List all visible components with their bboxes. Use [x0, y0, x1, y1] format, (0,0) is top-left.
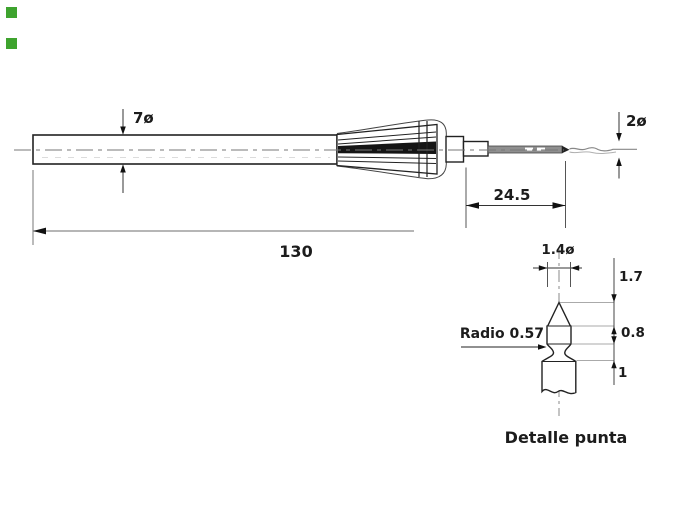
tip-rod-highlight-2	[537, 147, 545, 151]
break-line-lower	[569, 151, 617, 154]
arrow-right-icon	[552, 202, 566, 209]
label-tip-diameter: 2ø	[626, 112, 647, 130]
break-line-upper	[569, 147, 637, 152]
label-shaft-diameter: 7ø	[133, 109, 154, 127]
label-total-length: 130	[279, 242, 312, 261]
label-neck-height: 1	[618, 365, 627, 381]
label-radius: Radio 0.57	[460, 326, 544, 342]
dimension-tip-diameter: 2ø	[616, 112, 647, 179]
dimension-tip-length: 24.5	[465, 161, 566, 228]
dimension-shaft-diameter: 7ø	[120, 109, 154, 193]
tip-point	[562, 145, 570, 154]
grip-line-4	[337, 160, 437, 164]
arrow-down-icon	[611, 336, 617, 344]
green-marker-2	[6, 38, 17, 49]
tip-rod-highlight-1	[525, 147, 533, 151]
arrow-down-icon	[616, 133, 622, 142]
detail-caption: Detalle punta	[505, 428, 628, 447]
label-cone-height: 1.7	[619, 269, 643, 285]
grip-line-3	[337, 156, 437, 159]
main-view: 7ø 130 24.5 2ø	[14, 109, 647, 261]
arrow-up-icon	[616, 157, 622, 166]
green-marker-1	[6, 7, 17, 18]
neck	[462, 140, 489, 157]
arrow-up-icon	[611, 360, 617, 369]
arrow-left-icon	[33, 227, 46, 235]
arrow-up-icon	[120, 164, 126, 173]
arrow-right-icon	[538, 265, 548, 271]
label-band-height: 0.8	[621, 325, 645, 341]
arrow-down-icon	[120, 126, 126, 135]
dimension-detail-diameter: 1.4ø	[533, 242, 582, 287]
grip-band	[338, 141, 436, 154]
grip-line-2	[337, 136, 437, 145]
detail-view: 1.4ø 1.7 0.8 1 Radio 0.57 Detalle punta	[460, 242, 645, 447]
chain-dimension: 1.7 0.8 1	[611, 258, 645, 385]
detail-tip-outline	[541, 300, 577, 395]
arrow-up-icon	[611, 326, 617, 335]
label-detail-diameter: 1.4ø	[541, 242, 574, 258]
radius-callout: Radio 0.57	[460, 326, 547, 350]
arrow-down-icon	[611, 294, 617, 303]
arrow-left-icon	[570, 265, 580, 271]
collar	[445, 135, 465, 163]
label-tip-length: 24.5	[493, 186, 530, 204]
grip-line-1	[337, 131, 437, 141]
arrow-left-icon	[466, 202, 479, 209]
dimension-total-length: 130	[32, 170, 414, 261]
arrow-right-icon	[538, 344, 547, 350]
